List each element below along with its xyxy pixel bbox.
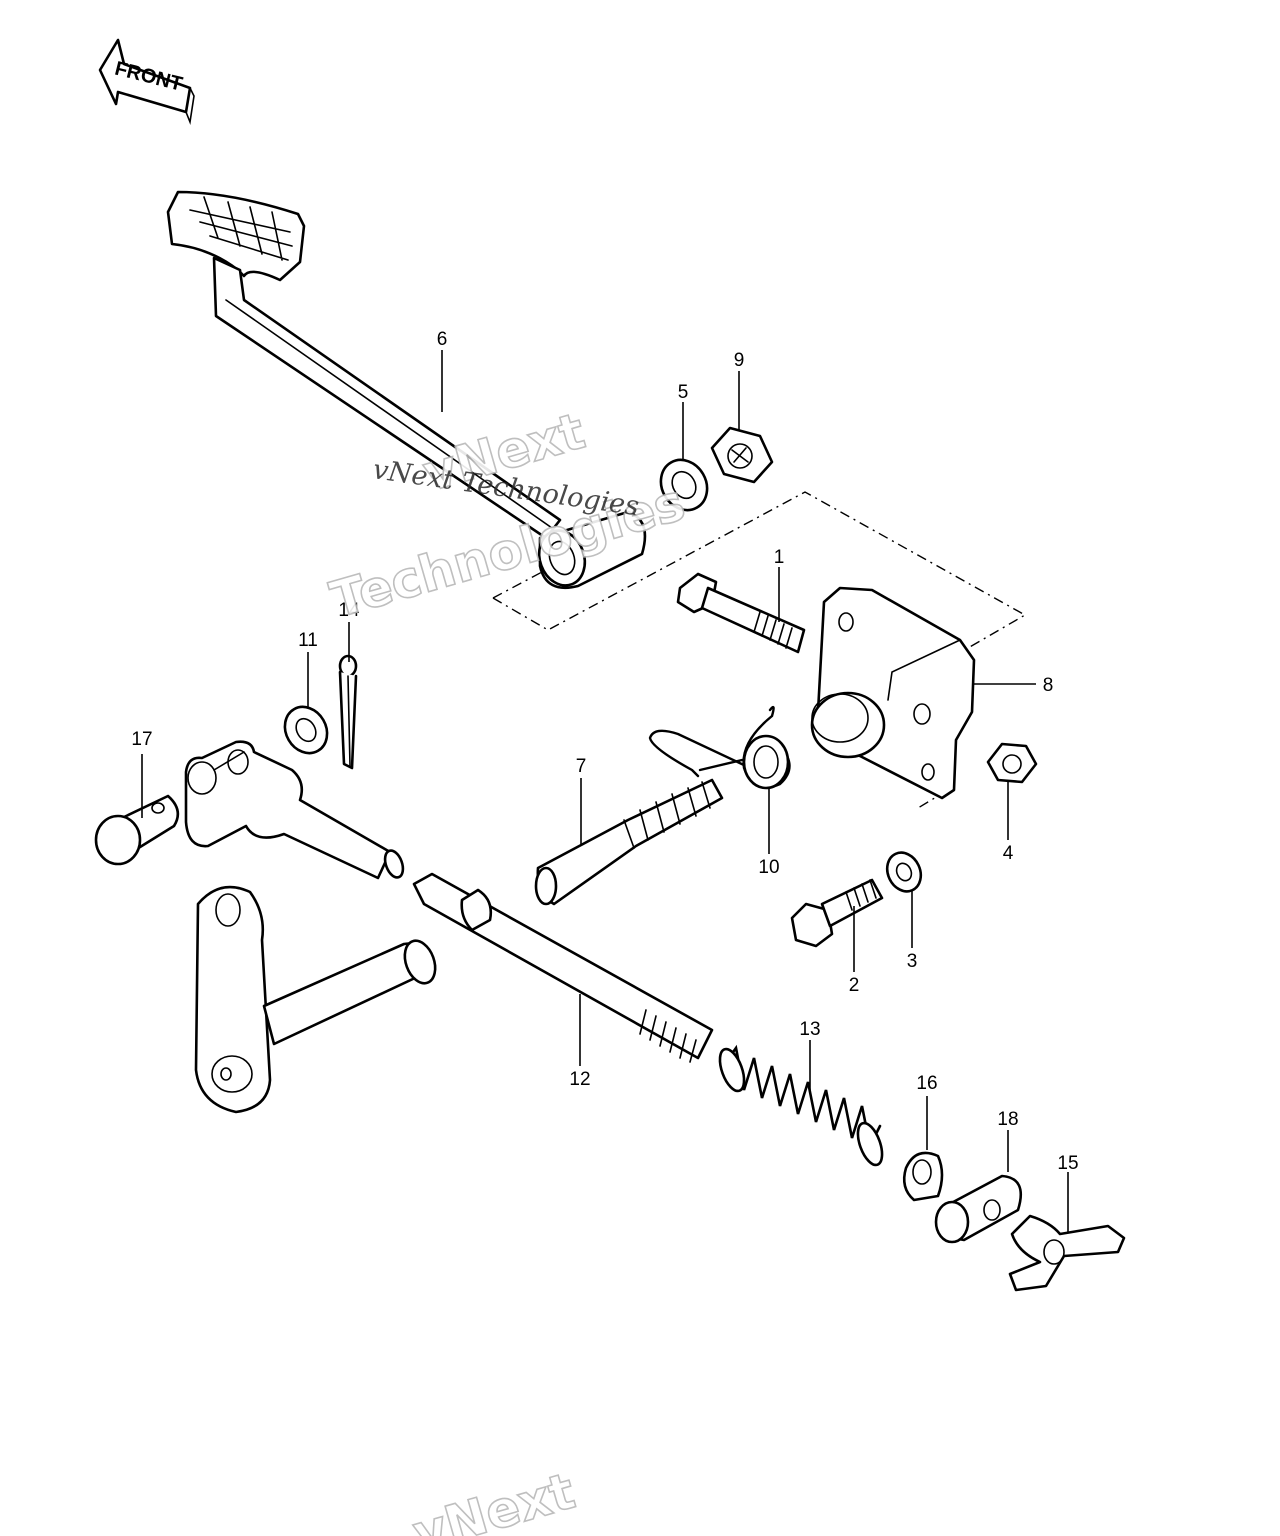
callout-17: 17 [131, 729, 152, 750]
spring-10 [648, 705, 791, 790]
lever-arm [194, 885, 437, 1114]
trunnion-18 [934, 1174, 1023, 1244]
callout-14: 14 [338, 600, 360, 621]
callout-1: 1 [774, 547, 785, 568]
callout-6: 6 [437, 329, 448, 350]
brake-pedal [166, 190, 647, 590]
bolt-1 [676, 572, 806, 654]
spring-13 [718, 1044, 884, 1167]
callout-labels: 1 2 3 4 5 6 7 8 9 10 11 12 13 14 15 16 1… [131, 329, 1078, 1174]
bolt-2 [790, 878, 884, 948]
washer-5 [659, 458, 709, 512]
callout-12: 12 [569, 1069, 590, 1090]
callout-9: 9 [734, 350, 745, 371]
callout-3: 3 [907, 951, 918, 972]
callout-4: 4 [1003, 843, 1014, 864]
callout-8: 8 [1043, 675, 1054, 696]
callout-7: 7 [576, 756, 587, 777]
callout-16: 16 [916, 1073, 937, 1094]
clevis-pin-17 [94, 794, 180, 866]
callout-11: 11 [298, 630, 318, 651]
nut-4 [986, 742, 1038, 784]
washer-16 [902, 1151, 944, 1202]
wing-nut-15 [1008, 1214, 1126, 1292]
washer-11 [283, 705, 329, 755]
brake-rod-12 [184, 740, 714, 1063]
callout-13: 13 [799, 1019, 820, 1040]
callout-2: 2 [849, 975, 860, 996]
shaft-7 [534, 778, 724, 906]
nut-9 [710, 426, 774, 484]
callout-15: 15 [1057, 1153, 1078, 1174]
bracket-8 [810, 586, 976, 800]
callout-10: 10 [758, 857, 779, 878]
callout-18: 18 [997, 1109, 1018, 1130]
callout-5: 5 [678, 382, 689, 403]
leader-lines [141, 350, 1069, 1232]
watermark-outline-bottom: vNext [407, 1462, 581, 1536]
lock-washer-3 [885, 851, 923, 893]
front-arrow-icon: FRONT [98, 38, 195, 126]
cotter-pin-14 [338, 654, 358, 770]
